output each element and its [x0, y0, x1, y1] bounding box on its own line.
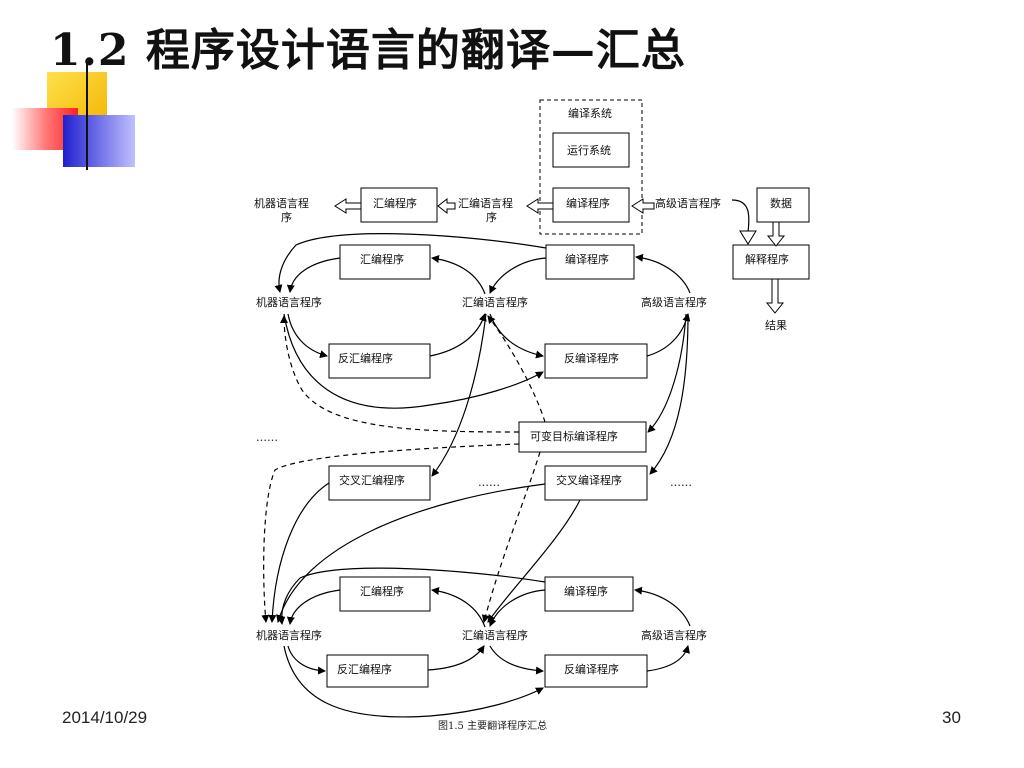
- runtime-system-label: 运行系统: [567, 144, 611, 157]
- hollow-arrow-compiler-to-asmlang: [526, 198, 554, 214]
- edge-cross-asm-to-bottom-machine: [268, 482, 330, 623]
- edge-bot-disasm-to-asmlang: [427, 645, 485, 671]
- edge-bot-asmlang-to-asmbox: [431, 587, 486, 628]
- edge-mid-compbox-to-machine-long: [274, 233, 547, 293]
- mid-decompiler-box: [544, 343, 648, 379]
- edge-asmlang-to-cross-asm: [431, 313, 487, 477]
- cross-assembler-box: [328, 465, 431, 501]
- hollow-arrow-high-to-interp: [739, 230, 757, 245]
- hollow-arrow-asmlang-to-asm: [437, 197, 456, 215]
- bot-compiler-label: 编译程序: [564, 584, 608, 598]
- bot-decompiler-box: [544, 654, 648, 688]
- logo-blue-bar: [63, 115, 135, 167]
- retargetable-compiler-box: [518, 421, 647, 453]
- mid-decompiler-label: 反编译程序: [564, 351, 619, 365]
- dash-retarget-to-machine: [280, 315, 520, 433]
- ellipsis-right: ……: [670, 476, 692, 489]
- result-label: 结果: [765, 319, 787, 332]
- runtime-system-box: [552, 132, 630, 168]
- edge-bot-machine-to-decomp-long: [283, 645, 544, 718]
- top-assembler-label: 汇编程序: [373, 196, 417, 210]
- ellipsis-left: ……: [256, 431, 278, 444]
- mid-disassembler-label: 反汇编程序: [338, 351, 393, 365]
- edge-mid-disasm-to-asmlang: [429, 313, 487, 357]
- mid-assembly-lang-label: 汇编语言程序: [462, 295, 528, 309]
- edge-mid-machine-to-decomp-long: [283, 313, 544, 409]
- data-label: 数据: [770, 196, 792, 210]
- edge-mid-high-to-compbox: [635, 253, 691, 294]
- top-compiler-label: 编译程序: [566, 196, 610, 210]
- bot-machine-lang-label: 机器语言程序: [256, 628, 322, 642]
- top-assembler-box: [360, 187, 438, 223]
- high-to-interp-curve: [731, 199, 750, 233]
- top-assembly-lang-line1: 汇编语言程: [458, 196, 513, 210]
- hollow-arrow-data-to-interp: [766, 221, 786, 247]
- edge-high-to-retarget: [647, 313, 687, 433]
- dash-retarget-to-asmlang: [487, 315, 546, 423]
- edge-cross-comp-to-bottom-machine: [276, 483, 546, 623]
- data-box: [756, 187, 810, 223]
- bot-assembler-box: [339, 576, 431, 612]
- edge-bot-asmlang-to-decomp: [489, 645, 544, 675]
- dash-retarget-to-bottom-asmlang: [481, 451, 541, 623]
- compile-system-frame: [539, 99, 643, 235]
- bot-compiler-box: [544, 576, 634, 612]
- edge-bot-decomp-to-high: [646, 645, 690, 672]
- top-compiler-box: [552, 187, 630, 223]
- cross-assembler-label: 交叉汇编程序: [339, 473, 405, 487]
- edge-mid-machine-to-disasm: [287, 313, 328, 359]
- edge-bot-machine-to-disasm: [287, 645, 326, 675]
- top-machine-lang-line2: 序: [281, 210, 292, 224]
- mid-assembler-box: [339, 244, 431, 280]
- compile-system-label: 编译系统: [568, 106, 612, 120]
- edge-bot-high-to-compbox: [634, 586, 691, 627]
- interpreter-label: 解释程序: [745, 252, 789, 266]
- mid-machine-lang-label: 机器语言程序: [256, 295, 322, 309]
- cross-compiler-label: 交叉编译程序: [556, 473, 622, 487]
- ellipsis-mid: ……: [478, 476, 500, 489]
- top-assembly-lang-line2: 序: [486, 210, 497, 224]
- cross-compiler-box: [544, 465, 648, 501]
- edge-high-to-cross-compiler: [649, 313, 689, 475]
- bot-decompiler-label: 反编译程序: [564, 662, 619, 676]
- mid-compiler-label: 编译程序: [565, 252, 609, 266]
- edge-cross-comp-to-bottom-asmlang: [487, 499, 581, 623]
- slide-page-number: 30: [942, 708, 961, 727]
- edge-bot-compbox-to-asmlang: [488, 589, 546, 627]
- retargetable-compiler-label: 可变目标编译程序: [530, 429, 618, 443]
- dash-retarget-to-bottom-machine: [261, 443, 520, 623]
- edge-mid-asmlang-to-decomp: [489, 313, 544, 359]
- hollow-arrow-high-to-compiler: [631, 198, 655, 214]
- top-machine-lang-line1: 机器语言程: [254, 196, 309, 210]
- hollow-arrow-asm-to-machine: [334, 198, 362, 214]
- edge-mid-asmbox-to-machine: [286, 257, 341, 293]
- bot-assembly-lang-label: 汇编语言程序: [462, 628, 528, 642]
- mid-disassembler-box: [328, 343, 431, 379]
- slide-title: 1.2 程序设计语言的翻译—汇总: [50, 25, 686, 76]
- edge-mid-compbox-to-asmlang: [489, 257, 547, 294]
- mid-high-lang-label: 高级语言程序: [641, 295, 707, 309]
- interpreter-box: [732, 244, 810, 280]
- edge-bot-compbox-to-machine-long: [277, 567, 546, 625]
- bot-high-lang-label: 高级语言程序: [641, 628, 707, 642]
- top-high-lang-label: 高级语言程序: [655, 196, 721, 210]
- edge-mid-decomp-to-high: [646, 313, 691, 357]
- mid-compiler-box: [545, 244, 635, 280]
- slide-date: 2014/10/29: [62, 708, 148, 727]
- bot-disassembler-label: 反汇编程序: [337, 662, 392, 676]
- bot-assembler-label: 汇编程序: [360, 584, 404, 598]
- edge-mid-asmlang-to-asmbox: [431, 255, 486, 295]
- figure-caption: 图1.5 主要翻译程序汇总: [438, 721, 548, 732]
- bot-disassembler-box: [326, 654, 429, 688]
- hollow-arrow-interp-to-result: [765, 278, 785, 314]
- edge-bot-asmbox-to-machine: [286, 589, 341, 625]
- mid-assembler-label: 汇编程序: [360, 252, 404, 266]
